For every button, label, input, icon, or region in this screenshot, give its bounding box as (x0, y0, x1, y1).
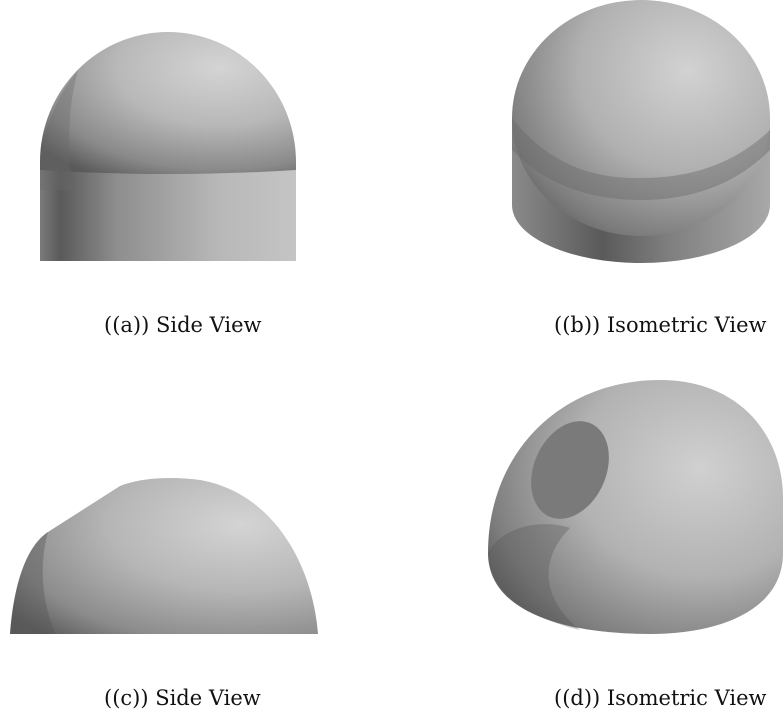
caption-d: ((d)) Isometric View (554, 686, 767, 710)
caption-a: ((a)) Side View (104, 313, 262, 337)
flat-cut-face (531, 421, 609, 519)
base-shade (488, 524, 580, 630)
figure-c-side-view (0, 460, 340, 640)
figure-a-render (40, 32, 296, 261)
cylinder-body (40, 160, 296, 261)
figure-d-isometric-view (480, 378, 783, 640)
caption-c: ((c)) Side View (104, 686, 261, 710)
caption-b: ((b)) Isometric View (554, 313, 767, 337)
dome-cap (40, 32, 296, 174)
figure-b-render (512, 0, 770, 263)
dome-rim-shade (512, 118, 770, 200)
figure-d-render (488, 380, 783, 634)
dome-cap (512, 0, 770, 236)
dome-shadow-edge (40, 70, 78, 190)
edge-shade (10, 532, 56, 634)
figure-b-isometric-view (500, 0, 783, 300)
figure-c-render (10, 478, 318, 634)
sphere-segment (10, 478, 318, 634)
figure-a-side-view (0, 0, 340, 300)
